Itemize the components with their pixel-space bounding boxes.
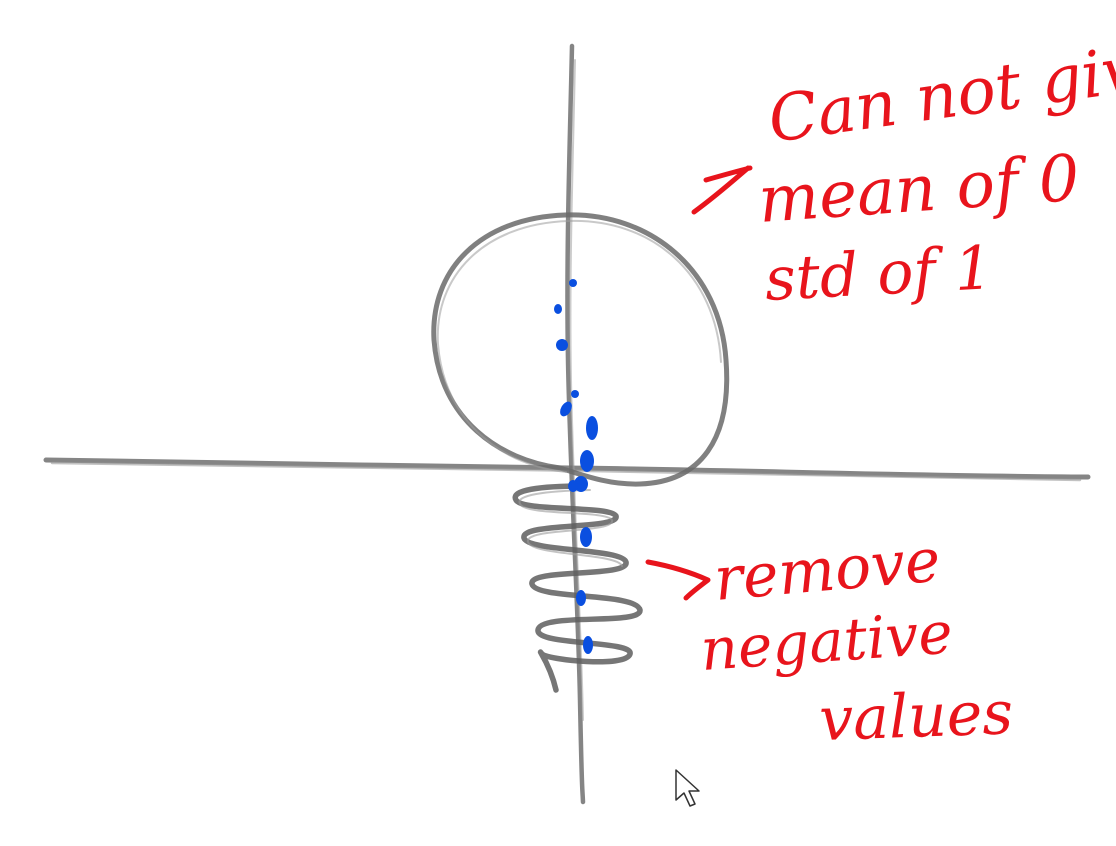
vertical-axis xyxy=(565,43,586,805)
top-note-line3: std of 1 xyxy=(763,233,994,315)
data-point xyxy=(569,279,577,287)
data-point xyxy=(556,339,568,351)
data-point xyxy=(580,527,592,547)
data-point xyxy=(576,590,586,606)
circle-outline xyxy=(431,212,730,487)
bottom-note-line3: values xyxy=(818,678,1014,755)
data-point xyxy=(568,480,578,492)
top-note-line1: Can not give xyxy=(764,28,1116,158)
data-point xyxy=(580,450,594,472)
arrow-icon xyxy=(645,559,711,601)
bottom-annotation: remove negative values xyxy=(698,525,1014,755)
arrow-bottom-stroke xyxy=(645,559,711,601)
spring-stroke xyxy=(512,483,643,693)
data-points xyxy=(554,279,598,654)
mouse-pointer-icon xyxy=(675,769,700,807)
data-point xyxy=(560,401,572,417)
data-point xyxy=(554,304,562,314)
arrow-top-stroke xyxy=(691,165,753,215)
spring-coil xyxy=(512,483,643,693)
data-point xyxy=(583,636,593,654)
arrow-icon xyxy=(691,165,753,215)
mouse-pointer-shape xyxy=(675,769,700,807)
circle-stroke-echo xyxy=(436,219,722,473)
vertical-axis-stroke xyxy=(565,43,586,805)
data-point xyxy=(586,416,598,440)
circle-stroke xyxy=(431,212,730,487)
top-note-line2: mean of 0 xyxy=(756,142,1082,238)
top-annotation: Can not give mean of 0 std of 1 xyxy=(756,28,1116,315)
spring-stroke-echo xyxy=(518,489,623,567)
data-point xyxy=(571,390,579,398)
